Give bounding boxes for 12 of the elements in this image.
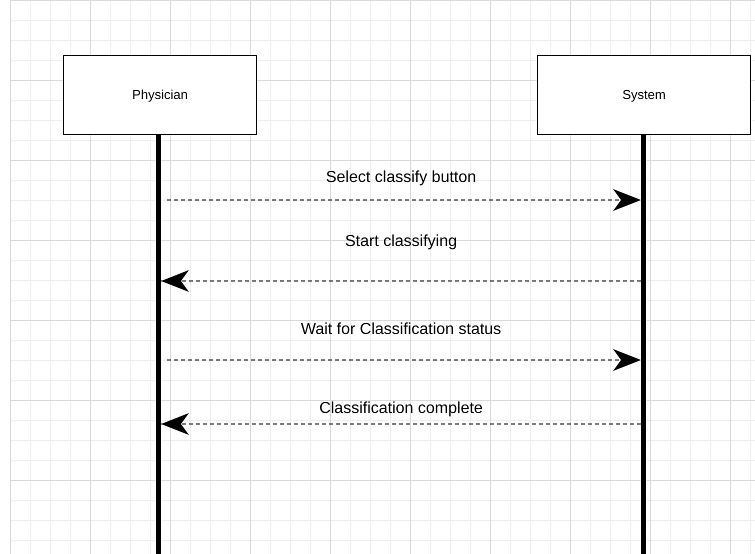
message-arrow [166,189,642,211]
edge-label: Classification complete [319,399,483,419]
edge-label: Select classify button [326,168,476,188]
lifeline [641,135,646,554]
edge-label: Wait for Classification status [300,320,502,340]
lifeline [156,135,161,554]
message-arrow [160,413,642,435]
message-arrow [160,270,642,292]
actor-box: Physician [63,55,257,135]
message-arrow [166,349,642,371]
edge-label: Start classifying [344,232,458,252]
actor-box: System [537,55,751,135]
